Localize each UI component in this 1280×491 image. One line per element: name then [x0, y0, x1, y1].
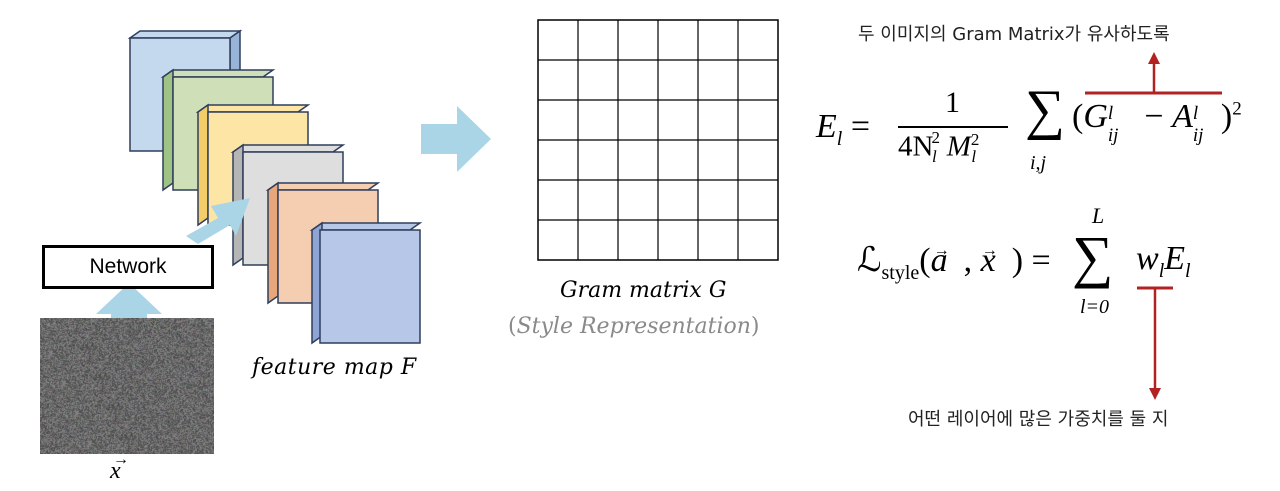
vector-arrow-icon: →	[113, 451, 129, 469]
gram-matrix-label: Gram matrix G	[560, 278, 726, 303]
gram-similarity-annotation	[1085, 52, 1222, 93]
layer-weight-annotation	[1137, 288, 1173, 400]
gram-similarity-note: 두 이미지의 Gram Matrix가 유사하도록	[858, 20, 1170, 46]
input-x-label: →x	[110, 458, 121, 485]
style-representation-label: (Style Representation)	[508, 314, 760, 339]
input-noise-image	[40, 318, 214, 454]
feature-map-stack	[130, 31, 420, 343]
feature-map-label: feature map F	[252, 355, 417, 380]
network-label: Network	[89, 255, 166, 279]
network-box: Network	[42, 245, 214, 289]
feature-to-gram-arrow	[421, 106, 491, 172]
gram-matrix-grid	[538, 20, 778, 260]
feature-layer-6	[312, 223, 420, 343]
layer-weight-note: 어떤 레이어에 많은 가중치를 둘 지	[908, 405, 1168, 431]
